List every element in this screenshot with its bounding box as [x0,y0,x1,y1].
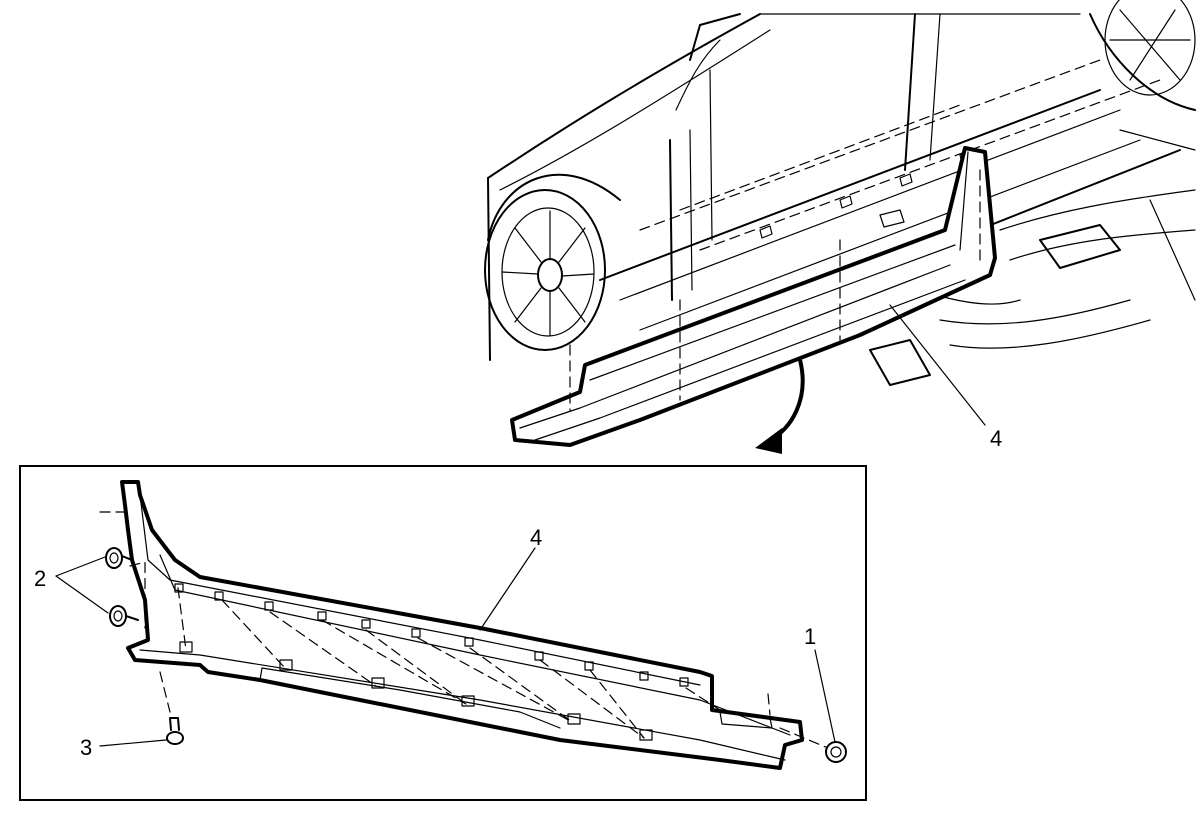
callout-1: 1 [804,624,816,649]
screw-icon [166,717,184,745]
callout-2: 2 [34,566,46,591]
callout-4-top: 4 [990,426,1002,451]
detail-arrow-icon [755,358,805,454]
clip-upper-icon [105,547,133,569]
nut-icon [825,741,847,763]
rocker-molding-top [510,146,997,447]
leader-lines-detail [55,547,836,747]
callout-3: 3 [80,735,92,760]
vehicle-body-view [487,0,1196,386]
rocker-molding-detail [99,480,829,770]
callout-4-detail: 4 [530,525,542,550]
front-wheel-icon [484,173,621,351]
clip-lower-icon [109,605,139,627]
leader-line-4-top [889,304,986,426]
